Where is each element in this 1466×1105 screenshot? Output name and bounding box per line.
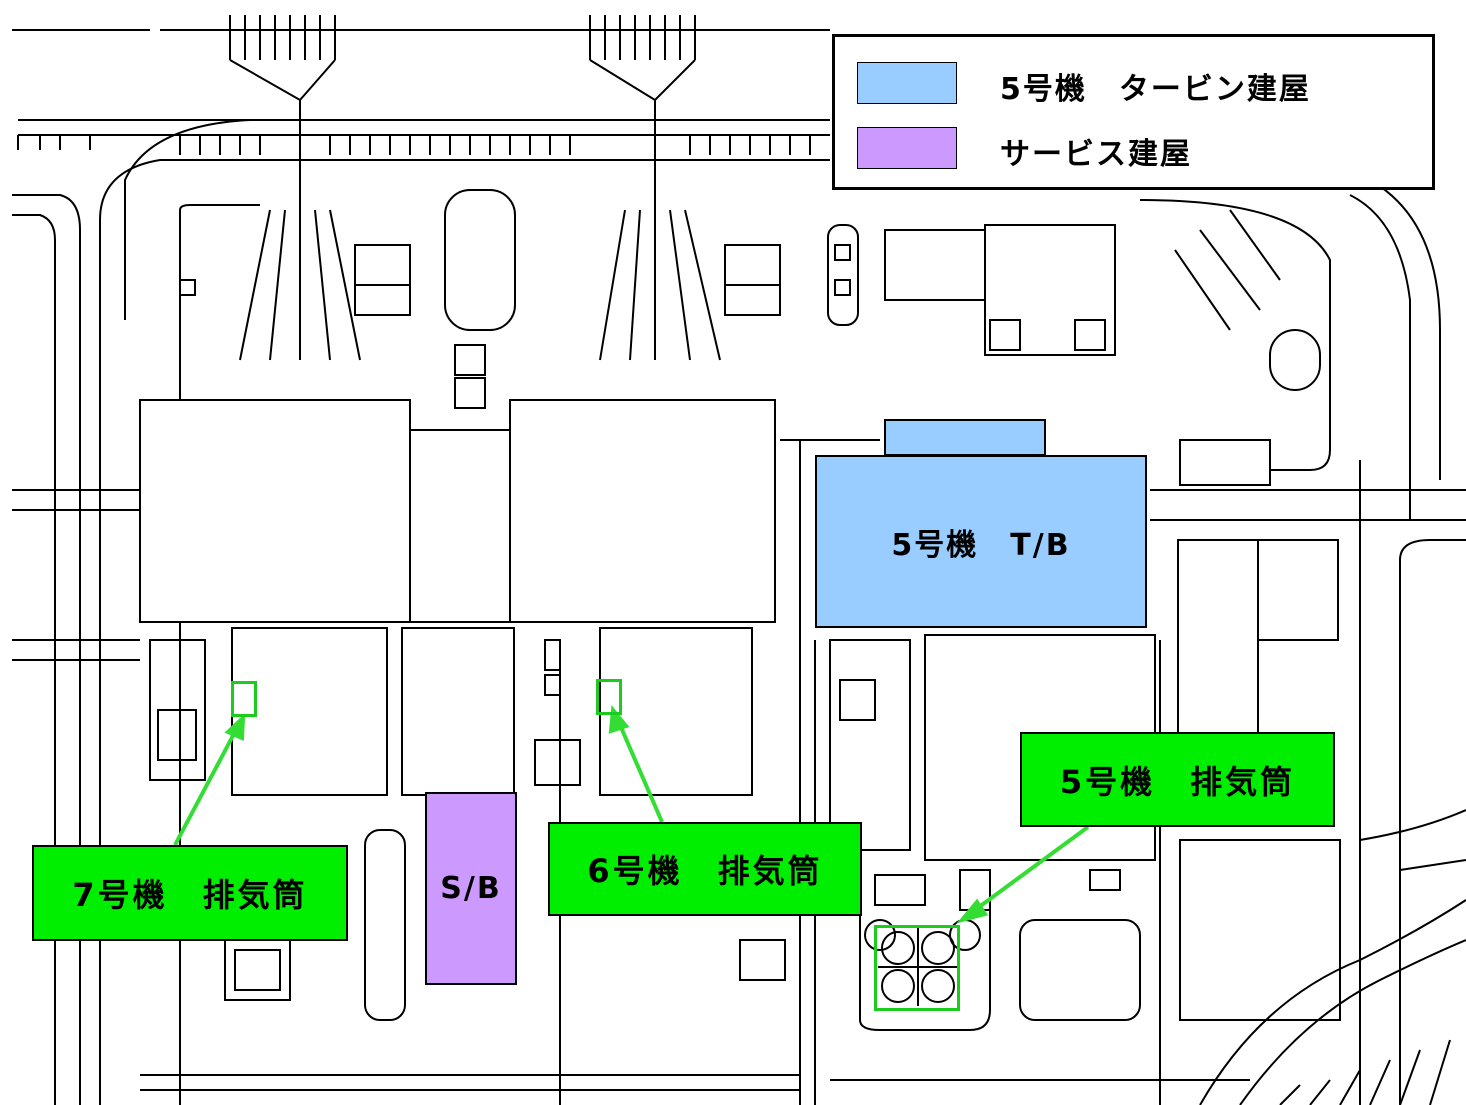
service-building: S/B <box>425 792 517 985</box>
legend-label-service-building: サービス建屋 <box>1000 137 1192 172</box>
legend-label-turbine-building: 5号機 タービン建屋 <box>1000 72 1311 107</box>
legend: 5号機 タービン建屋 サービス建屋 <box>832 34 1435 190</box>
unit7-stack-label: 7号機 排気筒 <box>72 876 308 914</box>
unit5-stack-callout: 5号機 排気筒 <box>1020 732 1335 827</box>
legend-swatch-turbine-building <box>857 62 957 104</box>
legend-swatch-service-building <box>857 127 957 169</box>
unit5-stack-label: 5号機 排気筒 <box>1059 762 1296 801</box>
unit6-stack-callout: 6号機 排気筒 <box>548 822 862 916</box>
service-building-label: S/B <box>440 871 502 906</box>
unit7-stack-marker <box>231 681 257 717</box>
unit7-stack-callout: 7号機 排気筒 <box>32 845 348 941</box>
unit5-stack-marker <box>874 925 960 1011</box>
unit5-turbine-building: 5号機 T/B <box>815 455 1147 628</box>
unit5-turbine-building-label: 5号機 T/B <box>891 527 1071 563</box>
unit6-stack-label: 6号機 排気筒 <box>587 852 823 890</box>
unit6-stack-marker <box>596 679 622 715</box>
